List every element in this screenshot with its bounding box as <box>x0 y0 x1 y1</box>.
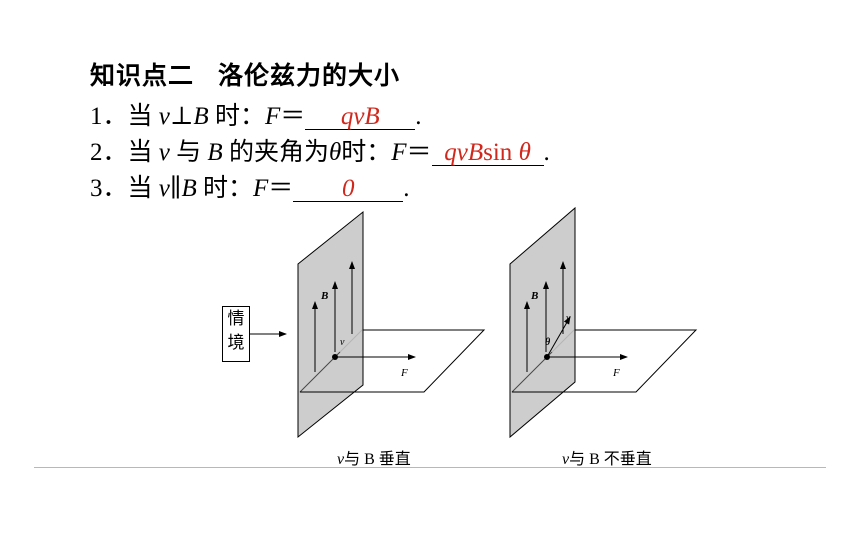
caption-symbol-v: v <box>337 451 345 468</box>
caption-right: v与 B 不垂直 <box>562 445 652 469</box>
statement-3: 3．当 v∥B 时：F＝ 0. <box>90 168 410 202</box>
label-v: v <box>340 337 345 348</box>
item-number: 1． <box>90 103 128 130</box>
label-b: B <box>530 290 538 302</box>
equals-sign: ＝ <box>280 103 306 130</box>
situation-box: 情境 <box>222 306 250 362</box>
caption-text: 与 B 不垂直 <box>569 451 652 468</box>
answer-part: sin <box>483 139 513 166</box>
vertical-plane <box>297 210 364 439</box>
label-b: B <box>320 290 328 302</box>
item-number: 2． <box>90 139 128 166</box>
answer-text: qvBsin θ <box>444 139 531 166</box>
item-text: 当 <box>127 175 153 202</box>
answer-blank: qvB <box>305 103 416 130</box>
label-v: v <box>566 313 571 324</box>
symbol-f: F <box>264 103 281 130</box>
answer-text: qvB <box>340 103 380 130</box>
statement-2: 2．当 v 与 B 的夹角为θ时：F＝qvBsin θ. <box>90 132 550 166</box>
period: . <box>403 175 410 202</box>
statement-1: 1．当 v⊥B 时：F＝ qvB. <box>90 96 422 130</box>
heading-part1: 知识点二 <box>90 61 195 90</box>
item-number: 3． <box>90 175 128 202</box>
label-theta: θ <box>545 337 551 348</box>
period: . <box>543 139 550 166</box>
situation-label: 情境 <box>227 309 245 353</box>
label-f: F <box>612 367 620 379</box>
answer-blank: 0 <box>293 175 404 202</box>
symbol-v: v <box>158 103 170 130</box>
answer-part: θ <box>518 139 531 166</box>
symbol-v: v <box>158 139 170 166</box>
diagram-not-perpendicular: B v θ F <box>509 206 698 439</box>
caption-left: v与 B 垂直 <box>337 445 411 469</box>
symbol-v: v <box>158 175 170 202</box>
item-text: 与 <box>176 139 202 166</box>
item-text: 的夹角为 <box>228 139 329 166</box>
symbol-f: F <box>253 175 269 202</box>
equals-sign: ＝ <box>268 175 294 202</box>
period: . <box>415 103 422 130</box>
caption-text: 与 B 垂直 <box>344 451 411 468</box>
answer-text: 0 <box>342 175 355 202</box>
heading-part2: 洛伦兹力的大小 <box>218 61 401 90</box>
item-text: 当 <box>127 103 153 130</box>
answer-blank: qvBsin θ <box>431 139 544 166</box>
item-text: 时： <box>214 103 265 130</box>
item-text: 时： <box>202 175 253 202</box>
symbol-f: F <box>391 139 407 166</box>
item-text: 当 <box>127 139 153 166</box>
vertical-plane <box>509 206 576 439</box>
velocity-arrow <box>546 316 571 358</box>
perpendicular-symbol: ⊥ <box>169 103 194 130</box>
section-heading: 知识点二洛伦兹力的大小 <box>90 56 400 92</box>
diagram-perpendicular: B v F <box>297 210 486 439</box>
symbol-theta: θ <box>328 139 342 166</box>
equals-sign: ＝ <box>406 139 432 166</box>
charge-dot <box>544 354 550 360</box>
caption-symbol-v: v <box>562 451 570 468</box>
symbol-b: B <box>207 139 223 166</box>
item-text: 时： <box>341 139 392 166</box>
answer-part: qvB <box>444 139 484 166</box>
symbol-b: B <box>181 175 197 202</box>
parallel-symbol: ∥ <box>169 175 182 202</box>
divider <box>34 467 826 468</box>
symbol-b: B <box>193 103 209 130</box>
charge-dot <box>332 354 338 360</box>
label-f: F <box>400 367 408 379</box>
